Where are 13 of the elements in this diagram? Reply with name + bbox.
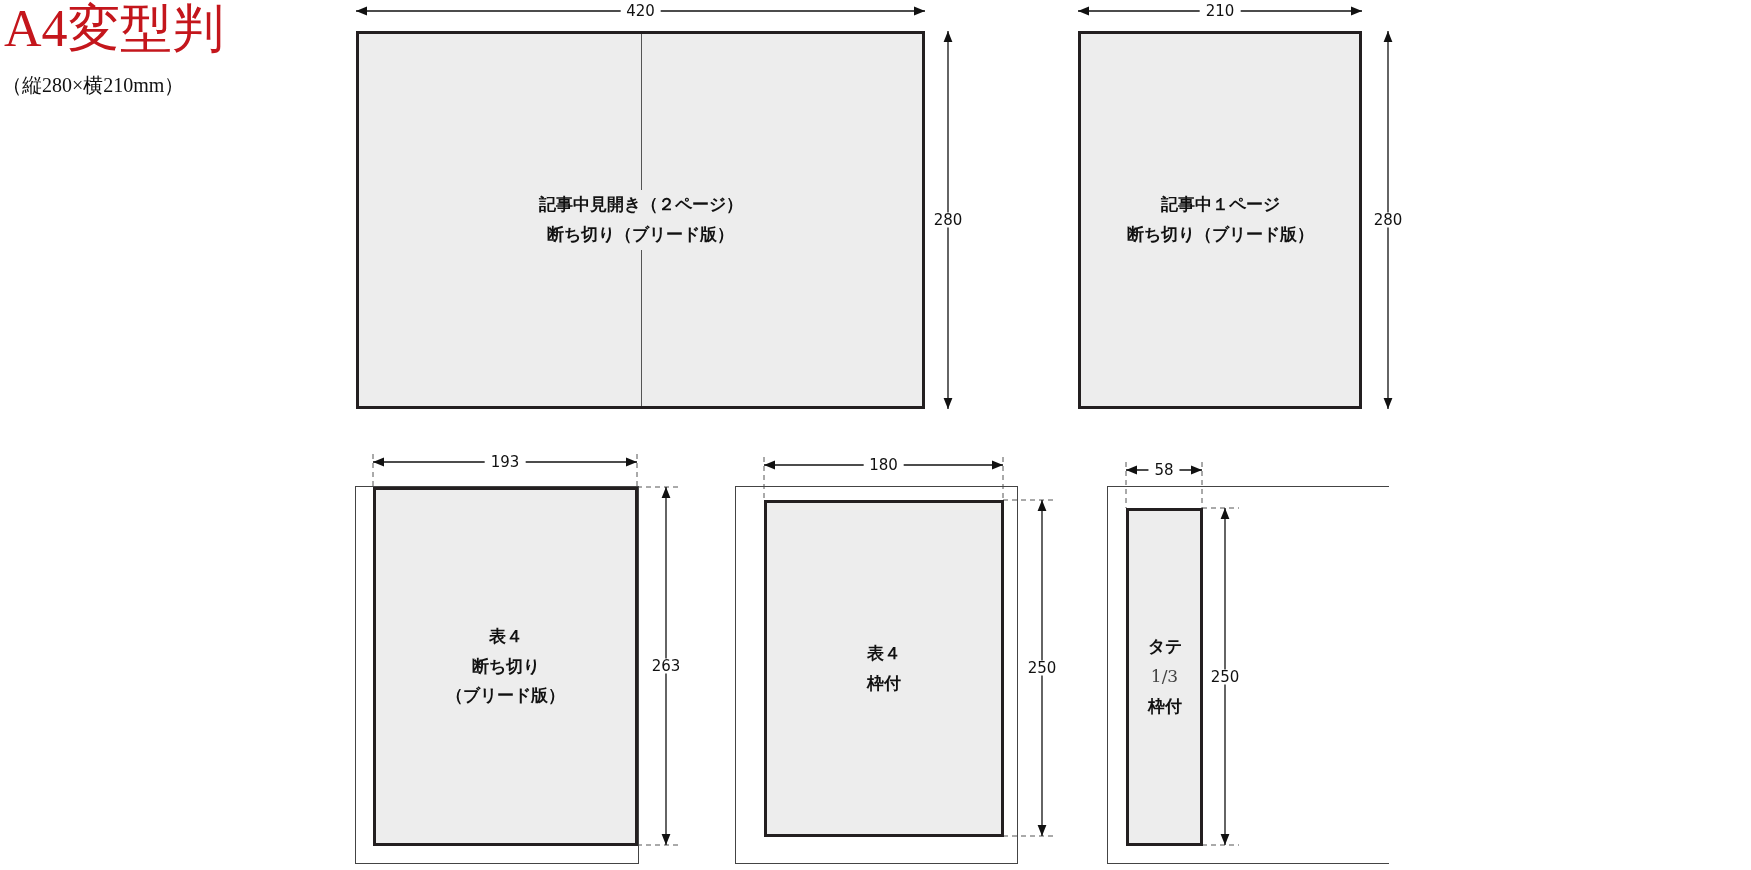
ad-area-box [356,31,925,409]
dimension-label: 58 [1148,462,1180,478]
size-note: （縦280×横210mm） [2,73,185,98]
dimension-label: 420 [620,3,661,19]
dimension-label: 180 [863,457,904,473]
dimension-label: 210 [1199,3,1241,19]
ad-area-box [1078,31,1362,409]
page-trim-outline [1107,486,1389,864]
page-trim-outline [735,486,1018,864]
ad-area-box [1126,508,1203,846]
title: A4変型判 [4,0,224,58]
ad-area-box [764,500,1004,837]
dimension-label: 193 [484,454,526,470]
